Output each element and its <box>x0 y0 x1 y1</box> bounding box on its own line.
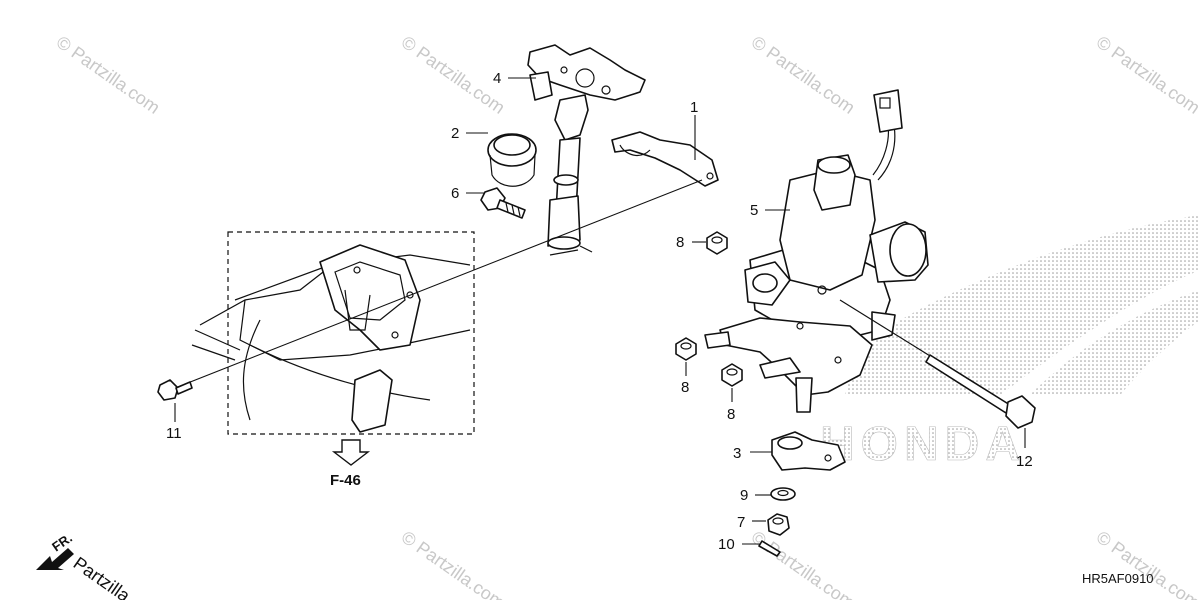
callouts: 1 2 3 4 5 6 7 8 8 8 9 10 11 12 <box>166 70 1033 553</box>
nut-part-8 <box>706 231 728 255</box>
callout-label: 5 <box>750 202 758 219</box>
watermark-text: © Partzilla.com <box>1093 32 1200 118</box>
bolt-part-11 <box>157 379 193 401</box>
watermark-text: © Partzilla.com <box>748 527 859 600</box>
steering-column <box>527 44 646 256</box>
callout-label: 4 <box>493 70 501 87</box>
power-steering-unit <box>704 89 1026 416</box>
direction-label: FR. <box>49 530 75 554</box>
seal-part <box>487 133 537 187</box>
washer-part-9 <box>770 487 796 501</box>
callout-label: 12 <box>1016 453 1033 470</box>
callout-label: 3 <box>733 445 741 462</box>
bolt-part-12 <box>925 354 1036 429</box>
bottom-watermark: Partzilla <box>70 553 135 600</box>
callout-label: 9 <box>740 487 748 504</box>
leader-lines <box>174 77 1026 545</box>
watermark-text: © Partzilla.com <box>1093 527 1200 600</box>
watermark-text: © Partzilla.com <box>53 32 164 118</box>
callout-label: 6 <box>451 185 459 202</box>
honda-wordmark: HONDA <box>820 418 1026 471</box>
watermark-text: © Partzilla.com <box>748 32 859 118</box>
lower-arm-part <box>771 431 846 471</box>
watermark-text: © Partzilla.com <box>398 527 509 600</box>
bolt-part-6 <box>480 187 526 219</box>
callout-label: 8 <box>681 379 689 396</box>
diagram-code: HR5AF0910 <box>1082 571 1154 586</box>
callout-label: 8 <box>676 234 684 251</box>
bracket-part <box>611 131 719 187</box>
callout-label: 11 <box>166 425 182 442</box>
callout-label: 2 <box>451 125 459 142</box>
frame-dashed-box <box>227 231 475 435</box>
nut-part-8 <box>675 337 697 361</box>
frame-section <box>191 231 475 435</box>
nut-part-8 <box>721 363 743 387</box>
callout-label: 10 <box>718 536 735 553</box>
arrow-icon <box>36 548 74 570</box>
front-direction-indicator: FR. Partzilla <box>36 530 135 605</box>
honda-logo: HONDA <box>820 215 1200 471</box>
callout-label: 1 <box>690 99 698 116</box>
reference-arrow: F-46 <box>330 439 371 489</box>
watermark-text: © Partzilla.com <box>398 32 509 118</box>
reference-label: F-46 <box>330 472 361 489</box>
callout-label: 8 <box>727 406 735 423</box>
alignment-line <box>169 179 703 391</box>
callout-label: 7 <box>737 514 745 531</box>
nut-part-7 <box>767 513 790 536</box>
